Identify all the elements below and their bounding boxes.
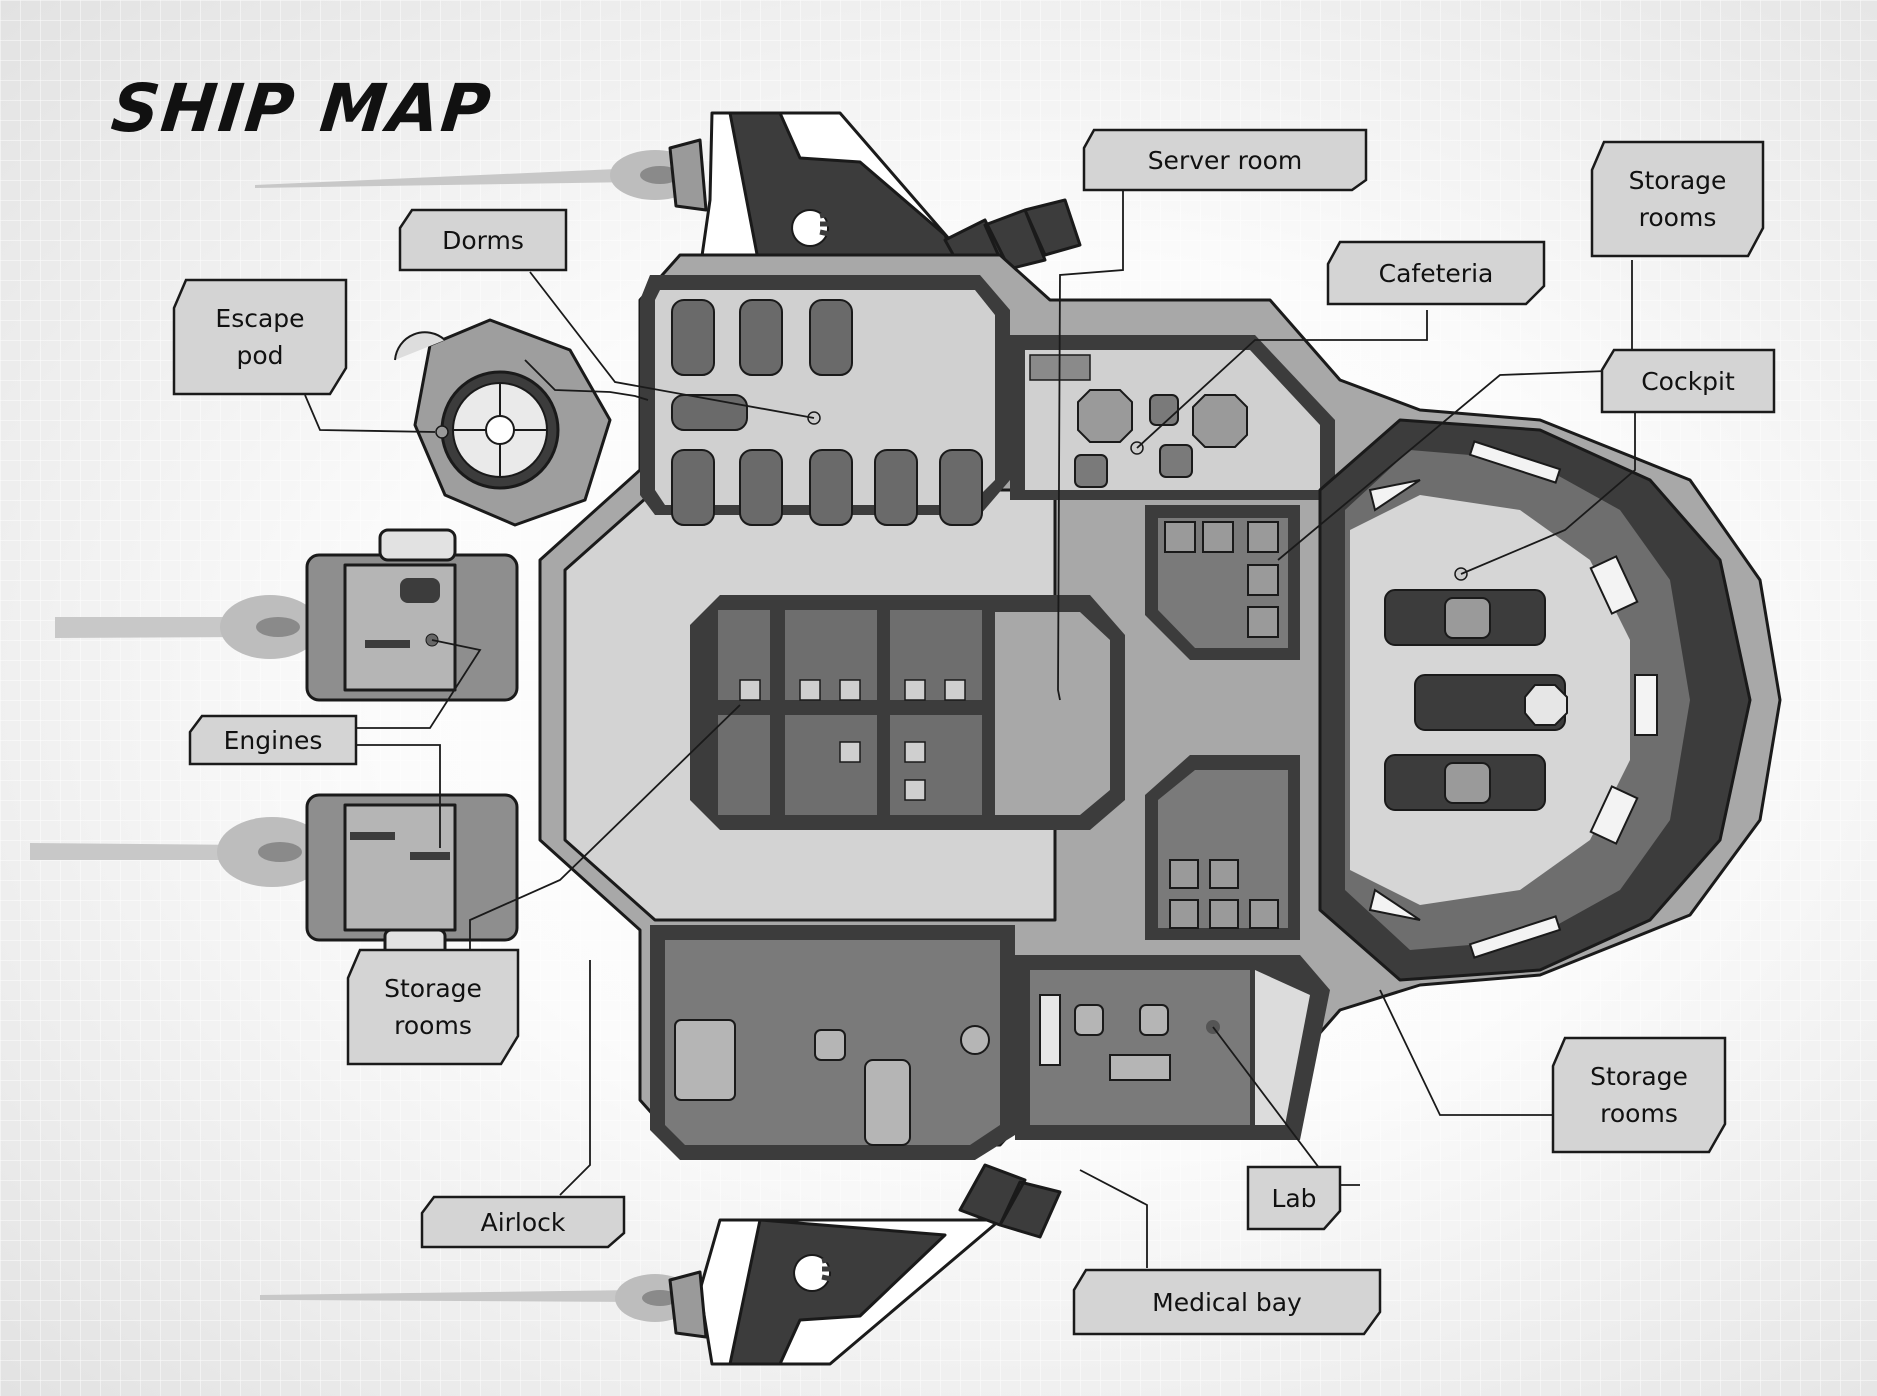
dorms-room	[640, 275, 1010, 526]
label-airlock[interactable]: Airlock	[420, 1195, 626, 1249]
label-escape-pod[interactable]: Escape pod	[172, 278, 348, 396]
label-box	[1551, 1036, 1727, 1154]
engines	[305, 528, 519, 957]
label-dorms[interactable]: Dorms	[398, 208, 568, 272]
label-text: Airlock	[480, 1207, 566, 1237]
label-storage-left[interactable]: Storage rooms	[346, 948, 520, 1066]
label-box	[1082, 128, 1368, 192]
label-medical-bay[interactable]: Medical bay	[1072, 1268, 1382, 1336]
label-box	[1326, 240, 1546, 306]
center-module	[690, 595, 1125, 830]
storage-upper-room	[1145, 505, 1300, 660]
label-box	[1246, 1165, 1342, 1231]
label-box	[346, 948, 520, 1066]
label-text: Cafeteria	[1378, 258, 1494, 288]
label-box	[1072, 1268, 1382, 1336]
label-text: Lab	[1271, 1183, 1317, 1213]
label-text: Dorms	[442, 225, 524, 255]
label-text: Server room	[1147, 145, 1303, 175]
label-lab[interactable]: Lab	[1246, 1165, 1342, 1231]
label-text: Storage rooms	[1628, 166, 1727, 232]
label-box	[420, 1195, 626, 1249]
label-server-room[interactable]: Server room	[1082, 128, 1368, 192]
leader-lines	[304, 185, 1636, 1268]
medical-bay-room	[650, 925, 1015, 1160]
label-box	[1600, 348, 1776, 414]
label-box	[398, 208, 568, 272]
label-text: Medical bay	[1152, 1287, 1302, 1317]
cafeteria-room	[1010, 335, 1335, 500]
bottom-wing	[668, 1163, 1062, 1366]
label-box	[172, 278, 348, 396]
label-storage-right[interactable]: Storage rooms	[1551, 1036, 1727, 1154]
label-engines[interactable]: Engines	[188, 714, 358, 766]
engine-lower	[305, 793, 519, 957]
label-cafeteria[interactable]: Cafeteria	[1326, 240, 1546, 306]
label-text: Storage rooms	[384, 974, 482, 1040]
storage-lower-room	[1145, 755, 1300, 940]
cockpit	[1318, 418, 1752, 982]
label-text: Engines	[223, 725, 323, 755]
label-box	[1590, 140, 1765, 258]
escape-pod	[394, 318, 612, 527]
label-text: Escape pod	[215, 304, 305, 370]
label-storage-top[interactable]: Storage rooms	[1590, 140, 1765, 258]
top-wing	[668, 111, 1082, 287]
label-box	[188, 714, 358, 766]
label-cockpit[interactable]: Cockpit	[1600, 348, 1776, 414]
engine-upper	[305, 528, 519, 702]
label-text: Storage rooms	[1590, 1062, 1688, 1128]
page-title: SHIP MAP	[107, 70, 496, 147]
lab-room	[1015, 955, 1330, 1140]
label-text: Cockpit	[1641, 366, 1735, 396]
